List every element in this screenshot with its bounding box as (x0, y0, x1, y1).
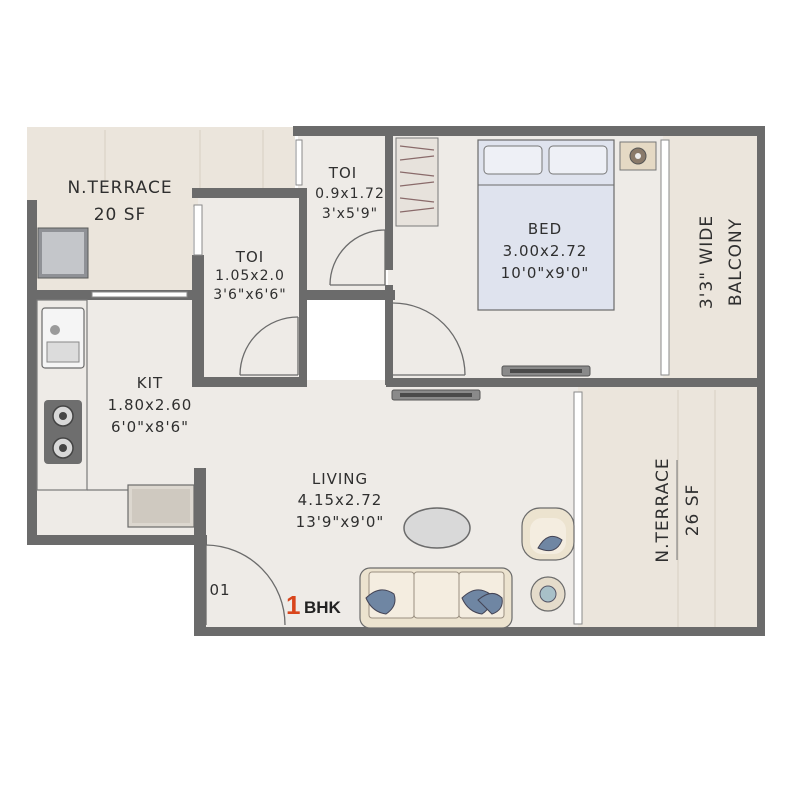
wall-toi-lower-left (192, 255, 204, 387)
bed-name: BED (528, 220, 562, 238)
wall-kitchen-left (27, 298, 37, 543)
side-table (530, 576, 566, 612)
washing-machine (37, 227, 89, 279)
wall-living-left-bottom (194, 620, 206, 636)
walls (27, 126, 765, 636)
wall-bottom (196, 627, 765, 636)
windows (91, 139, 670, 625)
n-terrace-top-name: N.TERRACE (67, 178, 172, 198)
toi-upper-imperial: 3'x5'9" (322, 206, 378, 222)
wall-toi-lower-right (299, 188, 307, 384)
n-terrace-top-area: 20 SF (94, 205, 147, 225)
doors (205, 229, 466, 626)
wall-toi-upper-bottom (303, 290, 395, 300)
unit-number: 01 (209, 581, 230, 599)
balcony-line1: 3'3" WIDE (697, 215, 717, 309)
terrace-tiles (104, 130, 716, 628)
wall-left-outer-top (27, 200, 37, 300)
window-toi-lower (193, 204, 203, 256)
toi-lower-floor (198, 198, 302, 380)
bed-metric: 3.00x2.72 (503, 242, 588, 260)
unit-type-number: 1 (286, 590, 300, 620)
bed-imperial: 10'0"x9'0" (501, 264, 590, 282)
toi-upper-metric: 0.9x1.72 (315, 186, 385, 202)
kit-imperial: 6'0"x8'6" (111, 418, 189, 436)
toi-lower-metric: 1.05x2.0 (215, 268, 285, 284)
wall-toi-upper-right (385, 130, 393, 270)
kit-metric: 1.80x2.60 (108, 396, 193, 414)
window-toi-upper (295, 139, 303, 186)
toi-upper-name: TOI (328, 164, 357, 182)
wall-bed-left-lower (385, 285, 393, 385)
unit-type-suffix: BHK (304, 598, 342, 617)
wardrobe (395, 137, 439, 227)
wall-kitchen-bottom (27, 535, 207, 545)
balcony-floor (663, 130, 763, 382)
door-bed (392, 302, 466, 376)
door-entrance (205, 544, 286, 626)
armchair (521, 507, 575, 561)
window-terrace-right (573, 391, 583, 625)
living-name: LIVING (312, 470, 368, 488)
bed (477, 139, 657, 311)
window-balcony (660, 139, 670, 376)
wall-kitchen-right-lower (194, 468, 206, 630)
balcony-line2: BALCONY (726, 218, 746, 306)
toi-lower-imperial: 3'6"x6'6" (213, 287, 287, 303)
door-toi-lower (239, 316, 299, 376)
wall-bed-living (386, 378, 765, 387)
door-toi-upper (329, 229, 386, 286)
wall-toi-lower-bottom (195, 377, 307, 387)
living-metric: 4.15x2.72 (298, 491, 383, 509)
kitchen-counter (36, 299, 195, 528)
living-imperial: 13'9"x9'0" (296, 513, 385, 531)
toi-lower-name: TOI (235, 248, 264, 266)
room-labels: N.TERRACE 20 SF TOI 0.9x1.72 3'x5'9" TOI… (67, 164, 746, 620)
toi-upper-floor (298, 130, 386, 290)
tv-units (391, 365, 591, 401)
kit-name: KIT (137, 374, 163, 392)
n-terrace-right-area: 26 SF (683, 484, 703, 537)
n-terrace-right-floor (578, 382, 763, 632)
sofa (359, 567, 513, 629)
coffee-table (403, 507, 471, 549)
wall-top-right (293, 126, 765, 136)
wall-toi-lower-top (192, 188, 307, 198)
n-terrace-right-name: N.TERRACE (653, 457, 673, 562)
window-terrace-kitchen (91, 291, 188, 298)
